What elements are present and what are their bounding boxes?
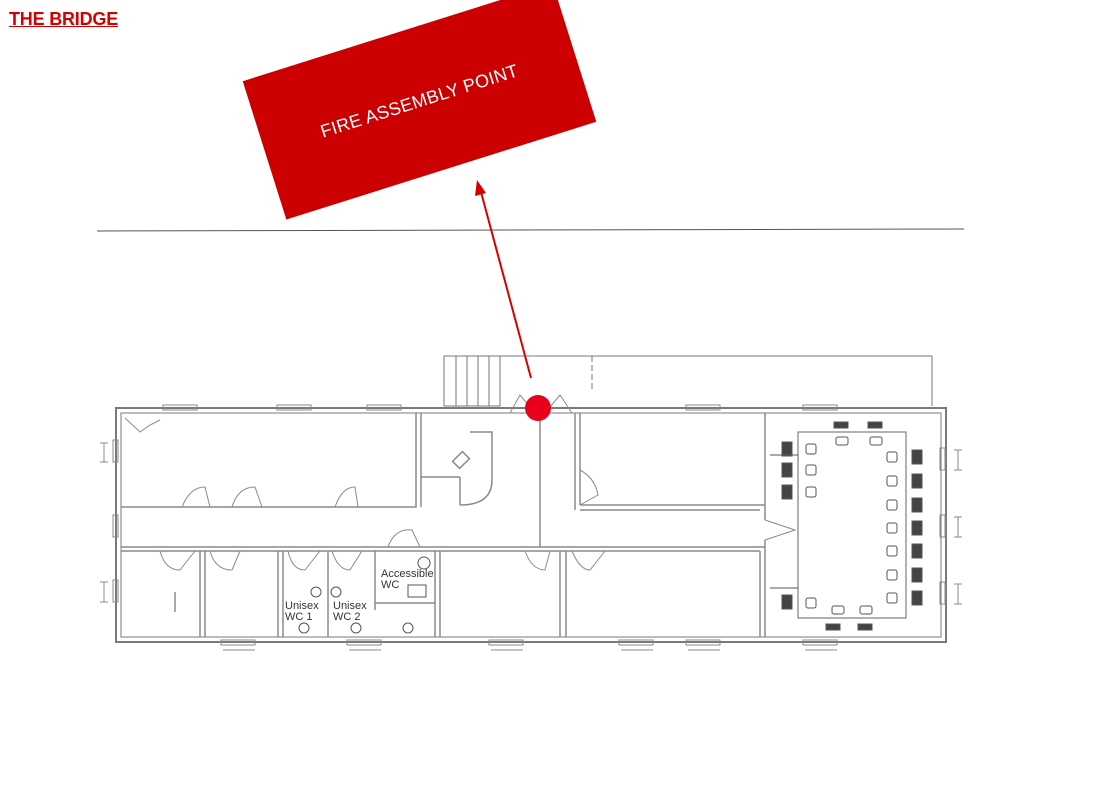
interior-walls: [121, 413, 766, 637]
room-label-accessible-wc: Accessible WC: [381, 568, 434, 591]
page-title: THE BRIDGE: [9, 9, 119, 29]
wc-fixtures: [298, 556, 431, 634]
outer-walls: [115, 407, 947, 643]
meeting-room-furniture: [770, 421, 923, 631]
room-label-unisex-wc-2: Unisex WC 2: [333, 600, 367, 623]
window-markers: [100, 404, 962, 651]
exit-marker-dot: [525, 395, 551, 421]
assembly-point-sign-panel: [242, 0, 597, 220]
room-label-unisex-wc-1: Unisex WC 1: [285, 600, 319, 623]
separator-line: [96, 228, 965, 232]
external-stair: [443, 355, 933, 407]
evacuation-route-arrow: [475, 180, 532, 379]
